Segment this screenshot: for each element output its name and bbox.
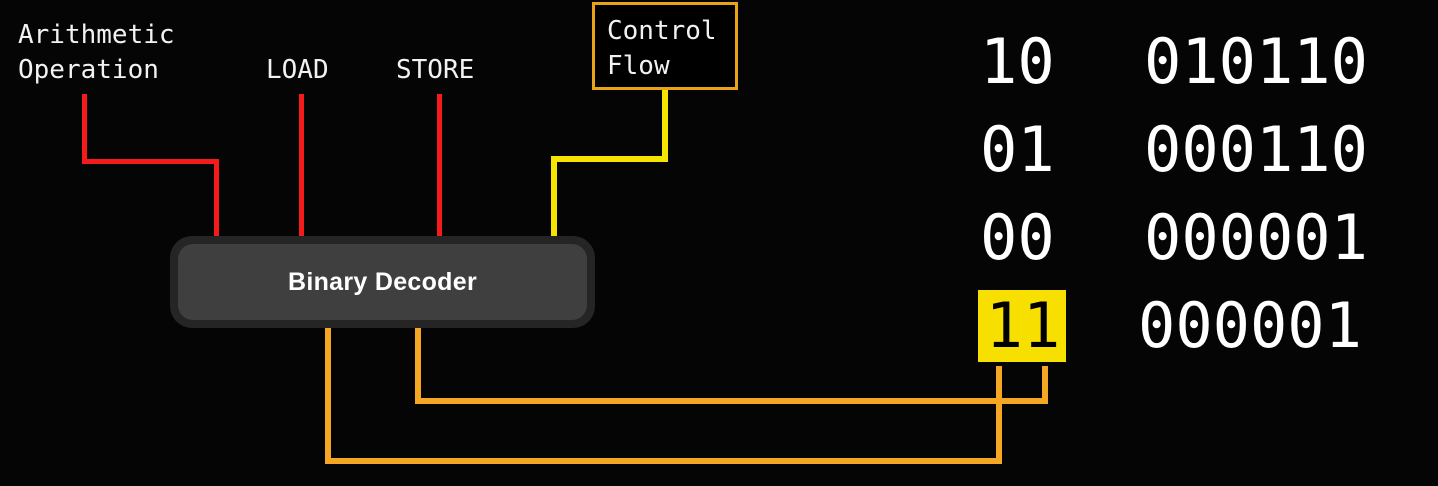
load-wire xyxy=(299,94,304,239)
binary-code: 00 xyxy=(980,201,1055,274)
control-flow-label: Control Flow xyxy=(607,16,717,81)
binary-value: 010110 xyxy=(1144,25,1368,98)
binary-value: 000001 xyxy=(1138,289,1362,362)
table-row: 10 010110 xyxy=(972,18,1368,106)
feedback-wire-a-horizontal xyxy=(415,398,1048,404)
arithmetic-operation-label: Arithmetic Operation xyxy=(18,20,175,85)
feedback-wire-a-vertical-left xyxy=(415,326,421,404)
control-flow-box: Control Flow xyxy=(592,2,738,90)
arithmetic-wire-vertical-lower xyxy=(214,159,219,239)
binary-code: 10 xyxy=(980,25,1055,98)
control-flow-wire-vertical-upper xyxy=(662,90,668,162)
binary-decoder-inner: Binary Decoder xyxy=(178,244,587,320)
binary-value: 000110 xyxy=(1144,113,1368,186)
store-wire xyxy=(437,94,442,239)
binary-decoder-label: Binary Decoder xyxy=(288,267,477,296)
binary-code-selected: 11 xyxy=(978,290,1066,362)
arithmetic-wire-vertical-upper xyxy=(82,94,87,163)
table-row: 11 000001 xyxy=(972,282,1368,370)
feedback-wire-b-vertical-right xyxy=(996,366,1002,464)
feedback-wire-b-horizontal xyxy=(325,458,1002,464)
feedback-wire-b-vertical-left xyxy=(325,326,331,464)
table-row: 00 000001 xyxy=(972,194,1368,282)
control-flow-wire-vertical-lower xyxy=(551,156,557,240)
control-flow-wire-horizontal xyxy=(551,156,668,162)
store-label: STORE xyxy=(396,55,475,85)
binary-table: 10 010110 01 000110 00 000001 11 000001 xyxy=(972,18,1368,370)
binary-code: 01 xyxy=(980,113,1055,186)
arithmetic-wire-horizontal xyxy=(82,159,219,164)
binary-decoder-node[interactable]: Binary Decoder xyxy=(170,236,595,328)
binary-value: 000001 xyxy=(1144,201,1368,274)
feedback-wire-a-vertical-right xyxy=(1042,366,1048,404)
table-row: 01 000110 xyxy=(972,106,1368,194)
load-label: LOAD xyxy=(266,55,329,85)
